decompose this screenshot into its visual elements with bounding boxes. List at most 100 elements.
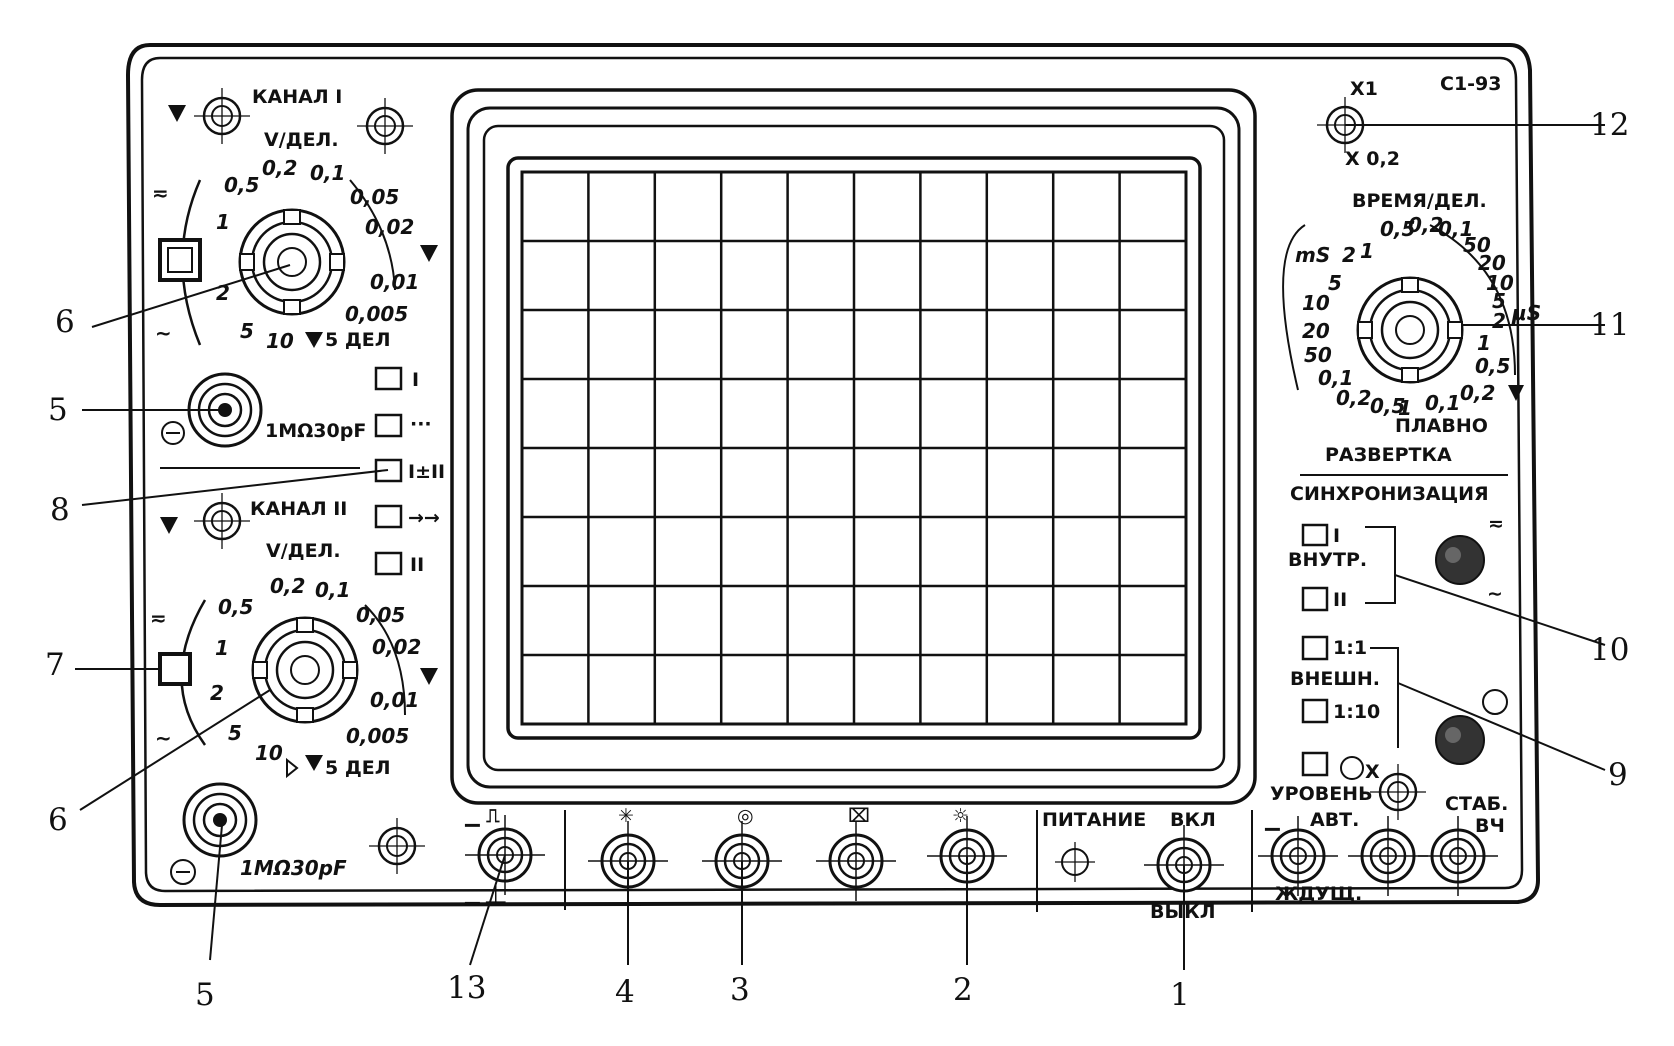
mode-button-2[interactable]: [374, 413, 403, 438]
svg-text:10: 10: [1486, 271, 1514, 295]
triangle-marker-icon: [1508, 385, 1524, 401]
svg-text:∼: ∼: [155, 321, 172, 345]
svg-text:0,1: 0,1: [310, 161, 345, 185]
mode-button-1[interactable]: [374, 366, 403, 391]
svg-text:0,2: 0,2: [270, 574, 305, 598]
svg-text:X 0,2: X 0,2: [1345, 148, 1400, 170]
svg-text:0,02: 0,02: [372, 635, 421, 659]
svg-text:СИНХРОНИЗАЦИЯ: СИНХРОНИЗАЦИЯ: [1290, 483, 1489, 505]
channel-1-coupling-switch[interactable]: [158, 238, 202, 282]
callout-leaders: [75, 124, 1606, 970]
svg-text:5: 5: [240, 319, 254, 343]
svg-text:10: 10: [266, 329, 294, 353]
svg-text:ВРЕМЯ/ДЕЛ.: ВРЕМЯ/ДЕЛ.: [1352, 190, 1487, 212]
svg-text:0,01: 0,01: [370, 688, 419, 712]
triangle-marker-icon: [420, 668, 438, 685]
svg-text:0,5: 0,5: [224, 173, 259, 197]
instrument-panel: [125, 43, 1541, 908]
channel-2-section: КАНАЛ II V/ДЕЛ. ≂ ∼ 0,5 0,2 0,1 0,05 0,0…: [150, 491, 438, 885]
channel-1-scale-arc: [349, 179, 396, 291]
svg-text:0,5: 0,5: [1475, 354, 1510, 378]
sync-section: СИНХРОНИЗАЦИЯ I ВНУТР. II 1:1 ВНЕШН. 1:1…: [1256, 483, 1508, 905]
sweep-section: С1-93 X1 X 0,2 ВРЕМЯ/ДЕЛ. mS 2 1 0,5 0,2…: [1282, 73, 1541, 476]
svg-text:13: 13: [447, 970, 486, 1006]
svg-text:0,1: 0,1: [1425, 391, 1460, 415]
channel-2-vertical-position-knob[interactable]: [367, 816, 427, 876]
svg-text:6: 6: [48, 802, 68, 838]
svg-text:0,1: 0,1: [1318, 366, 1353, 390]
svg-text:1:1: 1:1: [1333, 637, 1367, 659]
time-per-div-dial[interactable]: [1356, 276, 1464, 384]
svg-text:☼: ☼: [952, 805, 969, 827]
svg-text:2: 2: [953, 972, 973, 1008]
svg-text:≂: ≂: [1488, 513, 1504, 535]
svg-text:0,1: 0,1: [315, 578, 350, 602]
svg-text:1: 1: [216, 210, 230, 234]
svg-text:1: 1: [1170, 977, 1190, 1013]
mode-button-5[interactable]: [374, 551, 403, 576]
svg-text:5: 5: [1328, 271, 1342, 295]
svg-text:9: 9: [1608, 757, 1628, 793]
svg-text:II: II: [1333, 589, 1347, 611]
sync-polarity-knob[interactable]: [1435, 715, 1485, 765]
svg-text:ВКЛ: ВКЛ: [1170, 809, 1216, 831]
svg-text:1MΩ30pF: 1MΩ30pF: [265, 420, 366, 442]
svg-text:II: II: [410, 554, 424, 576]
svg-text:mS: mS: [1295, 243, 1330, 267]
svg-text:20: 20: [1478, 251, 1506, 275]
sync-button-1[interactable]: [1301, 523, 1329, 547]
svg-text:1MΩ30pF: 1MΩ30pF: [240, 856, 347, 880]
svg-text:0,2: 0,2: [1336, 386, 1371, 410]
bottom-controls: ▁ ⎍ ▁ ⏊ ✳ ◎ ⌧ ☼ ПИТАНИЕ ВКЛ ВЫКЛ: [463, 805, 1253, 923]
ground-icon: [1340, 756, 1364, 780]
svg-text:5: 5: [48, 392, 68, 428]
triangle-marker-icon: [420, 245, 438, 262]
svg-text:РАЗВЕРТКА: РАЗВЕРТКА: [1325, 444, 1452, 466]
svg-text:⌧: ⌧: [848, 805, 870, 827]
channel-1-position-knob[interactable]: [192, 86, 252, 146]
sync-button-4[interactable]: [1301, 698, 1329, 724]
triangle-marker-icon: [305, 755, 323, 771]
svg-text:∼: ∼: [155, 726, 172, 750]
vertical-mode-buttons: I ··· I±II →→ II: [374, 366, 445, 576]
svg-text:V/ДЕЛ.: V/ДЕЛ.: [266, 540, 341, 562]
sync-x-button[interactable]: [1301, 751, 1329, 777]
svg-text:50: 50: [1463, 233, 1491, 257]
ground-icon: [161, 421, 185, 445]
channel-2-position-knob[interactable]: [192, 491, 252, 551]
mode-button-4[interactable]: [374, 504, 403, 529]
svg-text:▁ ⏊: ▁ ⏊: [464, 882, 506, 905]
svg-text:X: X: [1365, 761, 1380, 783]
sync-button-3[interactable]: [1301, 635, 1329, 661]
callout-numbers: 1 2 3 4 5 5 6 6 7 8 9 10 11 12 13: [45, 107, 1629, 1013]
svg-text:0,5: 0,5: [1370, 394, 1405, 418]
svg-text:ВЫКЛ: ВЫКЛ: [1150, 901, 1215, 923]
svg-text:0,2: 0,2: [1460, 381, 1495, 405]
svg-text:ЖДУЩ.: ЖДУЩ.: [1275, 883, 1362, 905]
svg-text:→→: →→: [408, 507, 440, 529]
channel-1-volts-per-div-dial[interactable]: [238, 208, 346, 316]
channel-1-vertical-position-knob[interactable]: [355, 96, 415, 156]
channel-2-coupling-switch[interactable]: [158, 652, 192, 686]
svg-text:1: 1: [1477, 331, 1491, 355]
svg-text:2: 2: [1342, 243, 1356, 267]
channel-2-scale-arc: [364, 604, 406, 716]
svg-text:ВНЕШН.: ВНЕШН.: [1290, 668, 1380, 690]
svg-text:I±II: I±II: [408, 461, 445, 483]
svg-text:5: 5: [1492, 289, 1506, 313]
svg-text:1: 1: [1398, 396, 1412, 420]
channel-2-volts-per-div-dial[interactable]: [251, 616, 359, 724]
sync-coupling-knob[interactable]: [1435, 535, 1485, 585]
crt-screen: [450, 88, 1257, 805]
svg-text:УРОВЕНЬ: УРОВЕНЬ: [1270, 783, 1373, 805]
svg-text:10: 10: [255, 741, 283, 765]
svg-text:ПЛАВНО: ПЛАВНО: [1395, 415, 1488, 437]
svg-text:ВЧ: ВЧ: [1475, 815, 1505, 837]
svg-text:▁ ⎍: ▁ ⎍: [464, 805, 500, 827]
svg-text:0,05: 0,05: [356, 603, 405, 627]
sync-button-2[interactable]: [1301, 586, 1329, 612]
svg-text:I: I: [412, 369, 419, 391]
svg-text:2: 2: [210, 681, 224, 705]
svg-text:20: 20: [1302, 319, 1330, 343]
